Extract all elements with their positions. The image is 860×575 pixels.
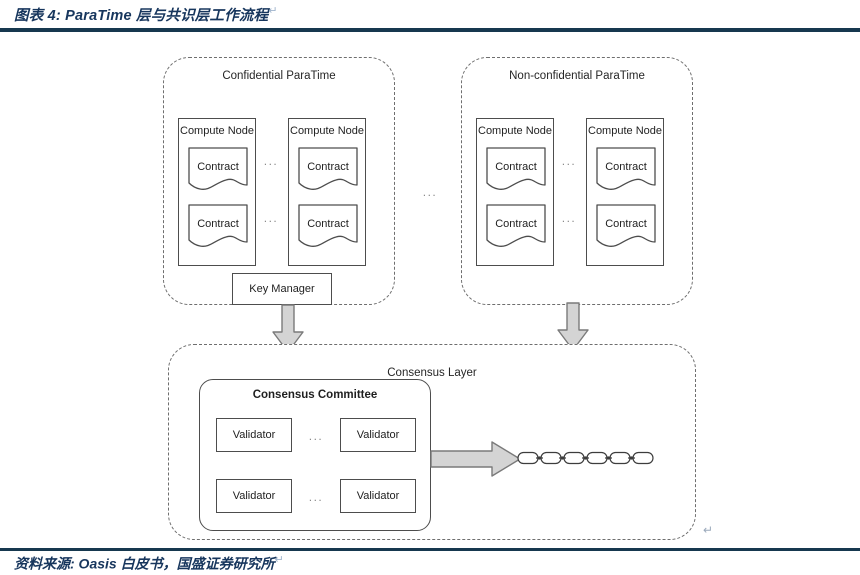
flow-arrow-right [430, 441, 521, 477]
contract-shape-icon [188, 204, 248, 247]
validator-box: Validator [340, 479, 416, 513]
contract-shape-icon [298, 147, 358, 190]
contract-label: Contract [605, 218, 647, 230]
contract-document: Contract [596, 204, 656, 252]
group-title-non-confidential: Non-confidential ParaTime [509, 70, 645, 82]
contract-label: Contract [495, 161, 537, 173]
contract-document: Contract [188, 204, 248, 252]
contract-separator: ... [561, 211, 577, 225]
group-non-confidential-paratime: Non-confidential ParaTime Compute Node C… [461, 57, 693, 305]
contract-label: Contract [197, 218, 239, 230]
validator-separator: ... [308, 490, 324, 504]
contract-shape-icon [596, 147, 656, 190]
validator-separator: ... [308, 429, 324, 443]
group-confidential-paratime: Confidential ParaTime Compute Node Contr… [163, 57, 395, 305]
compute-node: Compute Node Contract Contract [178, 118, 256, 266]
compute-node-label: Compute Node [588, 125, 662, 137]
page-title-text: 图表 4: ParaTime 层与共识层工作流程 [14, 8, 269, 24]
contract-label: Contract [197, 161, 239, 173]
source-note-text: 资料来源: Oasis 白皮书，国盛证券研究所 [14, 555, 275, 572]
flow-arrow-down-left [272, 304, 304, 353]
contract-label: Contract [605, 161, 647, 173]
validator-label: Validator [232, 429, 276, 441]
consensus-committee-box: Consensus Committee Validator ... Valida… [199, 379, 431, 531]
contract-shape-icon [298, 204, 358, 247]
blockchain-chain-icon [517, 451, 654, 465]
compute-node-label: Compute Node [180, 125, 254, 137]
validator-label: Validator [356, 429, 400, 441]
key-manager-label: Key Manager [249, 283, 315, 295]
contract-document: Contract [298, 204, 358, 252]
contract-document: Contract [486, 204, 546, 252]
contract-label: Contract [495, 218, 537, 230]
contract-shape-icon [596, 204, 656, 247]
compute-node: Compute Node Contract Contract [586, 118, 664, 266]
group-title-confidential: Confidential ParaTime [222, 70, 336, 82]
compute-node: Compute Node Contract Contract [476, 118, 554, 266]
footer-divider [0, 548, 860, 551]
compute-node-label: Compute Node [290, 125, 364, 137]
contract-label: Contract [307, 161, 349, 173]
contract-document: Contract [486, 147, 546, 195]
consensus-layer-title: Consensus Layer [387, 367, 477, 379]
diagram-canvas: Confidential ParaTime Compute Node Contr… [0, 34, 860, 546]
contract-document: Contract [596, 147, 656, 195]
compute-node-label: Compute Node [478, 125, 552, 137]
contract-document: Contract [188, 147, 248, 195]
contract-separator: ... [561, 154, 577, 168]
contract-separator: ... [263, 154, 279, 168]
validator-label: Validator [232, 490, 276, 502]
key-manager-box: Key Manager [232, 273, 332, 305]
contract-document: Contract [298, 147, 358, 195]
consensus-committee-title: Consensus Committee [252, 389, 378, 401]
contract-label: Contract [307, 218, 349, 230]
paragraph-mark-icon: ↵ [274, 554, 284, 566]
header-divider [0, 28, 860, 32]
validator-box: Validator [216, 418, 292, 452]
paragraph-mark-icon: ↵ [703, 523, 714, 537]
contract-shape-icon [188, 147, 248, 190]
page-title: 图表 4: ParaTime 层与共识层工作流程↵ [14, 4, 278, 25]
contract-separator: ... [263, 211, 279, 225]
paragraph-mark-icon: ↵ [268, 5, 278, 18]
validator-label: Validator [356, 490, 400, 502]
compute-node: Compute Node Contract Contract [288, 118, 366, 266]
contract-shape-icon [486, 147, 546, 190]
validator-box: Validator [340, 418, 416, 452]
flow-arrow-down-right [557, 302, 589, 351]
contract-shape-icon [486, 204, 546, 247]
group-separator: ... [422, 185, 438, 199]
validator-box: Validator [216, 479, 292, 513]
source-note: 资料来源: Oasis 白皮书，国盛证券研究所↵ [14, 553, 284, 574]
